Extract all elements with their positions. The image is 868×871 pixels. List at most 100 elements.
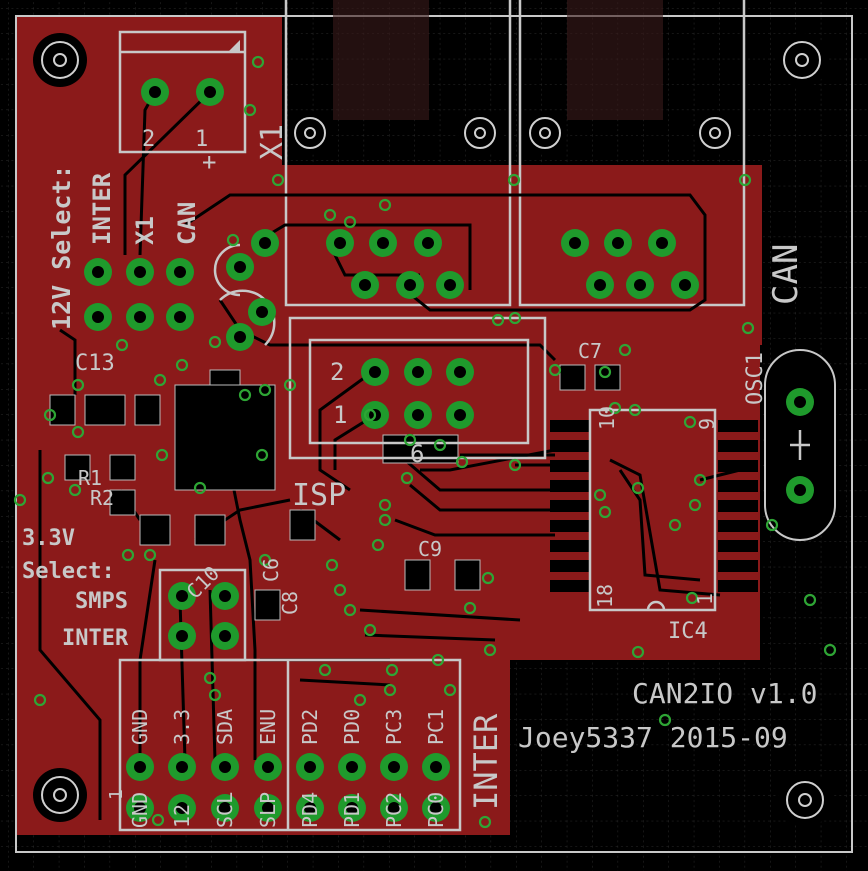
regulator-body bbox=[174, 384, 276, 491]
c13-pad-c bbox=[84, 394, 126, 426]
via bbox=[193, 481, 207, 495]
ic4-pin-left bbox=[550, 440, 590, 452]
via bbox=[271, 173, 285, 187]
copper-pour bbox=[16, 16, 762, 835]
label-plus-x1: + bbox=[202, 148, 216, 176]
via bbox=[258, 553, 272, 567]
via bbox=[143, 548, 157, 562]
via bbox=[693, 473, 707, 487]
ic4-pin-left bbox=[550, 460, 590, 472]
tht-pad bbox=[586, 271, 614, 299]
header-top-label: SDA bbox=[213, 709, 237, 745]
via bbox=[325, 558, 339, 572]
via bbox=[433, 438, 447, 452]
label-isp: ISP bbox=[292, 478, 346, 513]
via bbox=[765, 518, 779, 532]
via bbox=[208, 688, 222, 702]
mounting-hole-c1 bbox=[288, 111, 332, 155]
via bbox=[243, 103, 257, 117]
ic4-pin-right bbox=[718, 420, 758, 432]
via bbox=[455, 455, 469, 469]
tht-pad bbox=[446, 358, 474, 386]
via bbox=[803, 593, 817, 607]
mounting-hole-c4 bbox=[693, 111, 737, 155]
header-bottom-label: SCL bbox=[213, 792, 237, 828]
label-osc1: OSC1 bbox=[743, 352, 768, 405]
r12-pad bbox=[64, 454, 91, 481]
board-outline bbox=[15, 15, 853, 853]
label-3v3: 3.3V bbox=[22, 526, 75, 551]
via bbox=[363, 408, 377, 422]
via bbox=[443, 683, 457, 697]
silkscreen-labels: 2 1 + X1 12V Select: INTER X1 CAN CAN C1… bbox=[22, 124, 817, 810]
tht-pad bbox=[248, 298, 276, 326]
c9-pad-a bbox=[404, 559, 431, 591]
tht-pad bbox=[671, 271, 699, 299]
c9-pad-b bbox=[454, 559, 481, 591]
via bbox=[383, 683, 397, 697]
ic4-pin-left bbox=[550, 580, 590, 592]
via bbox=[741, 321, 755, 335]
via bbox=[823, 643, 837, 657]
header-top-label: 3.3 bbox=[170, 709, 194, 745]
tht-pad bbox=[338, 794, 366, 822]
tht-pad bbox=[436, 271, 464, 299]
mounting-hole-c2 bbox=[458, 111, 502, 155]
tht-pad bbox=[84, 258, 112, 286]
via bbox=[343, 603, 357, 617]
board-title: CAN2IO v1.0 bbox=[632, 677, 817, 710]
header-top-label: GND bbox=[128, 709, 152, 745]
mounting-hole-br bbox=[778, 773, 832, 827]
via bbox=[431, 653, 445, 667]
ic4-pin-right bbox=[718, 440, 758, 452]
via bbox=[508, 311, 522, 325]
ic4-pin-right bbox=[718, 460, 758, 472]
ic4-pin-right bbox=[718, 580, 758, 592]
label-ic4: IC4 bbox=[668, 619, 708, 644]
header-top-label: PD0 bbox=[340, 709, 364, 745]
via bbox=[71, 378, 85, 392]
via bbox=[258, 383, 272, 397]
via bbox=[688, 498, 702, 512]
label-x1-pin2: 2 bbox=[142, 127, 155, 152]
label-smps: SMPS bbox=[75, 589, 128, 614]
tht-pad bbox=[396, 271, 424, 299]
mounting-hole-c3 bbox=[523, 111, 567, 155]
via bbox=[283, 378, 297, 392]
header-bottom-label: PC0 bbox=[424, 792, 448, 828]
tht-pad bbox=[251, 229, 279, 257]
via bbox=[378, 198, 392, 212]
through-hole-pads bbox=[84, 78, 699, 822]
ic4-pin-right bbox=[718, 480, 758, 492]
tht-pad bbox=[414, 229, 442, 257]
ic4-pin-left bbox=[550, 480, 590, 492]
label-inter-vertical: INTER bbox=[467, 713, 505, 810]
via bbox=[226, 233, 240, 247]
label-c8: C8 bbox=[278, 591, 302, 615]
via bbox=[155, 448, 169, 462]
label-isp-pin6: 6 bbox=[410, 440, 424, 468]
via bbox=[121, 548, 135, 562]
via bbox=[483, 643, 497, 657]
via bbox=[378, 498, 392, 512]
tht-pad bbox=[168, 622, 196, 650]
tht-pad bbox=[254, 794, 282, 822]
via bbox=[685, 591, 699, 605]
header-bottom-label: GND bbox=[128, 792, 152, 828]
tht-pad bbox=[211, 582, 239, 610]
mounting-holes bbox=[33, 33, 832, 827]
via bbox=[403, 433, 417, 447]
via bbox=[353, 693, 367, 707]
ic4-pin-right bbox=[718, 540, 758, 552]
via bbox=[738, 173, 752, 187]
via bbox=[255, 448, 269, 462]
via bbox=[481, 571, 495, 585]
tht-pad bbox=[404, 401, 432, 429]
label-x1-12v: X1 bbox=[131, 216, 159, 245]
tht-pad bbox=[168, 582, 196, 610]
via bbox=[323, 208, 337, 222]
tht-pad bbox=[211, 622, 239, 650]
via bbox=[363, 623, 377, 637]
tht-pad bbox=[404, 358, 432, 386]
